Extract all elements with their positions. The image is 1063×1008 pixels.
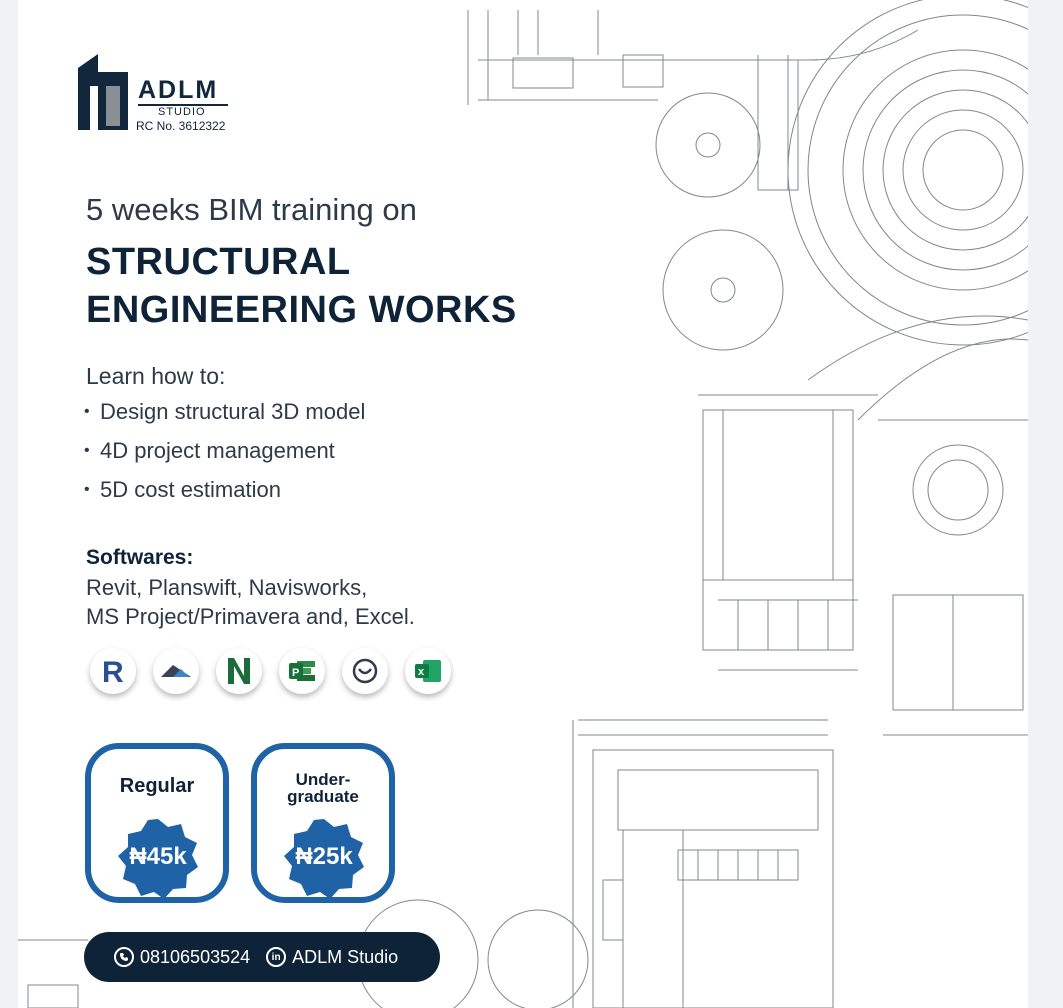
svg-text:R: R [102, 656, 124, 688]
price-card-undergraduate: Under- graduate ₦25k [251, 743, 395, 903]
title-line-2: ENGINEERING WORKS [86, 289, 517, 331]
list-item: •4D project management [84, 438, 335, 463]
navisworks-icon [216, 648, 262, 694]
brand-logo: ADLM STUDIO RC No. 3612322 [76, 52, 276, 133]
svg-text:P: P [292, 667, 299, 679]
price-title: Regular [119, 775, 195, 797]
svg-text:x: x [418, 666, 425, 678]
phone-icon [114, 947, 134, 967]
revit-icon: R [90, 648, 136, 694]
planswift-icon [153, 648, 199, 694]
price-badge-icon [284, 819, 364, 899]
softwares-heading: Softwares: [86, 546, 194, 569]
linkedin-contact[interactable]: in ADLM Studio [266, 947, 398, 968]
price-card-regular: Regular ₦45k [85, 743, 229, 903]
learn-list: •Design structural 3D model •4D project … [84, 397, 365, 514]
learn-heading: Learn how to: [86, 363, 226, 389]
contact-bar: 08106503524 in ADLM Studio [84, 932, 440, 982]
price-badge-icon [118, 819, 198, 899]
phone-contact[interactable]: 08106503524 [114, 947, 250, 968]
linkedin-icon: in [266, 947, 287, 967]
ms-project-icon: P [279, 648, 325, 694]
list-item: •5D cost estimation [84, 477, 281, 502]
architectural-blueprint-background [18, 0, 1028, 1008]
intro-text: 5 weeks BIM training on [86, 192, 417, 227]
primavera-icon [342, 648, 388, 694]
softwares-line-1: Revit, Planswift, Navisworks, [86, 575, 368, 600]
brand-sub: STUDIO [158, 106, 206, 118]
linkedin-name: ADLM Studio [292, 946, 399, 967]
software-icons: R P [90, 648, 451, 694]
softwares-line-2: MS Project/Primavera and, Excel. [86, 604, 415, 629]
brand-rc-number: RC No. 3612322 [136, 119, 226, 133]
phone-number: 08106503524 [140, 946, 251, 967]
page-title: STRUCTURAL ENGINEERING WORKS [86, 238, 517, 334]
softwares-list: Revit, Planswift, Navisworks, MS Project… [86, 573, 415, 631]
price-title: Under- graduate [287, 770, 359, 806]
brand-name: ADLM [138, 76, 219, 104]
poster: ADLM STUDIO RC No. 3612322 5 weeks BIM t… [18, 0, 1028, 1008]
price-value: ₦25k [295, 843, 353, 870]
brand-divider [138, 104, 228, 106]
price-value: ₦45k [129, 843, 187, 870]
list-item: •Design structural 3D model [84, 399, 366, 424]
building-logo-icon [78, 54, 128, 130]
title-line-1: STRUCTURAL [86, 241, 351, 283]
excel-icon: x [405, 648, 451, 694]
